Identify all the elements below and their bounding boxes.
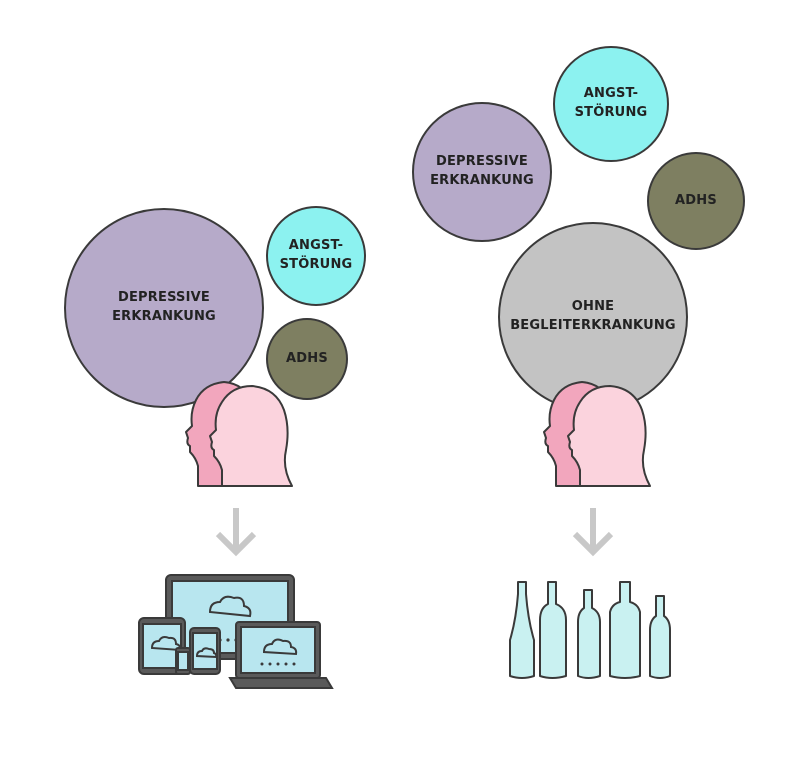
left-adhs-label: ADHS — [286, 350, 328, 366]
left-adhs-bubble: ADHS — [266, 318, 348, 400]
left-arrow-icon — [215, 508, 257, 557]
devices-icon — [138, 574, 334, 689]
right-adhs-label: ADHS — [675, 192, 717, 208]
left-depressive-bubble: DEPRESSIVE ERKRANKUNG — [64, 208, 264, 408]
right-depressive-label: DEPRESSIVE ERKRANKUNG — [430, 154, 534, 188]
left-heads-icon — [185, 381, 293, 487]
left-depressive-label: DEPRESSIVE ERKRANKUNG — [112, 290, 216, 324]
right-heads-icon — [543, 381, 651, 487]
right-arrow-icon — [572, 508, 614, 557]
right-angst-bubble: ANGST- STÖRUNG — [553, 46, 669, 162]
right-ohne-label: OHNE BEGLEITERKRANKUNG — [510, 299, 676, 333]
left-angst-bubble: ANGST- STÖRUNG — [266, 206, 366, 306]
bottles-icon — [509, 581, 671, 679]
right-angst-label: ANGST- STÖRUNG — [574, 86, 648, 120]
right-depressive-bubble: DEPRESSIVE ERKRANKUNG — [412, 102, 552, 242]
right-adhs-bubble: ADHS — [647, 152, 745, 250]
right-ohne-bubble: OHNE BEGLEITERKRANKUNG — [498, 222, 688, 412]
left-angst-label: ANGST- STÖRUNG — [279, 238, 353, 272]
